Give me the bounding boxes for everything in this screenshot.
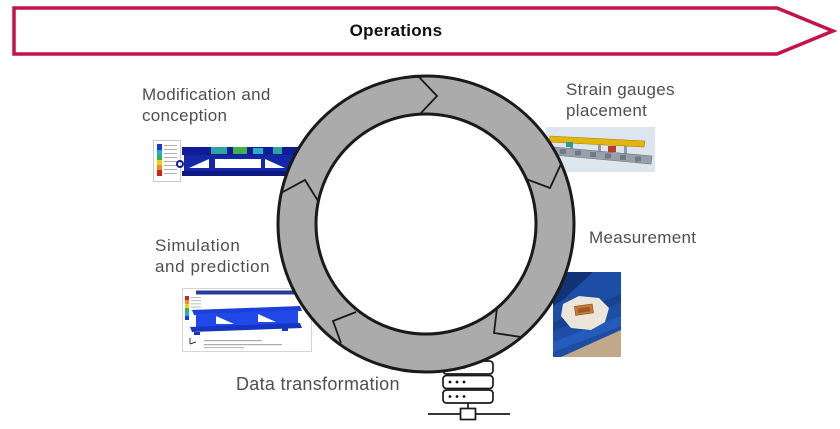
fea-simulation-image (182, 288, 312, 352)
operations-banner (12, 6, 838, 56)
label-data-transformation: Data transformation (236, 374, 400, 394)
label-measurement: Measurement (589, 228, 697, 247)
cycle-ring-band (276, 74, 576, 374)
operations-banner-outline (12, 6, 838, 56)
label-modification-and-conception: Modification and conception (142, 85, 271, 125)
label-simulation-and-prediction: Simulation and prediction (155, 236, 271, 276)
strain-gauge-photo (553, 272, 621, 357)
strain-gauges-cad-image (546, 127, 655, 172)
cycle-arrow-chevron-top (417, 75, 439, 115)
cycle-arrow-chevron-upper-right (525, 163, 562, 190)
cycle-arrow-chevron-upper-left (280, 178, 319, 202)
banner-title: Operations (349, 21, 443, 40)
cycle-arrow-chevron-lower-left (331, 311, 357, 344)
label-strain-gauges-placement: Strain gauges placement (566, 80, 675, 120)
fea-contour-image (153, 140, 301, 182)
cycle-arrow-chevron-lower-right (493, 307, 522, 338)
